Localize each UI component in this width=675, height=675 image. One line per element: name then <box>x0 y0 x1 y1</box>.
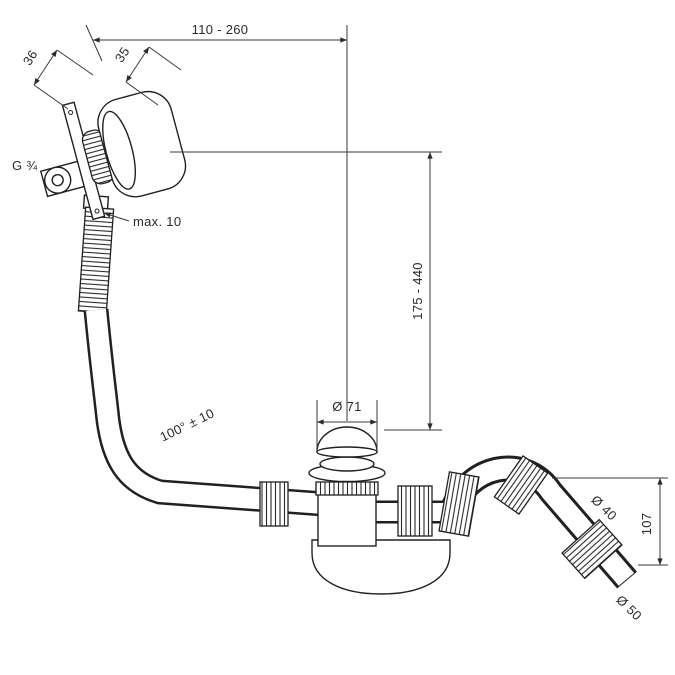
dim-bracket-depth: 36 <box>20 47 94 110</box>
pipe-diameter-label: Ø 40 <box>588 492 620 523</box>
plug-dome-base <box>316 446 378 458</box>
dim-max-offset: max. 10 <box>103 212 181 229</box>
dim-outlet-height: 107 <box>552 477 668 566</box>
dim-height-range: 175 - 440 <box>170 151 442 431</box>
trap-bowl <box>311 539 451 595</box>
extension-line <box>148 46 182 71</box>
leader-line <box>103 212 130 222</box>
pipe-end-cap <box>617 571 637 588</box>
extension-line <box>125 81 159 106</box>
extension-line <box>85 24 103 62</box>
overflow-filler-unit <box>39 90 187 221</box>
dim-plug-diameter-label: Ø 71 <box>332 399 361 414</box>
product-figure <box>39 90 637 595</box>
outlet-diameter-label: Ø 50 <box>613 592 645 623</box>
corrugated-hose <box>77 206 115 314</box>
coupling-nut-right <box>397 485 433 537</box>
coupling-nut-elbow-inlet <box>438 471 480 537</box>
dim-cap-width: 35 <box>112 44 182 106</box>
dim-height-range-label: 175 - 440 <box>410 262 425 320</box>
serrated-ring <box>315 481 379 496</box>
extension-line <box>33 84 69 110</box>
dimension-line <box>33 49 58 86</box>
dim-bracket-depth-label: 36 <box>20 47 41 68</box>
bracket-screw-bottom <box>94 208 100 214</box>
extension-line <box>56 49 94 76</box>
plug-flange-upper <box>319 456 375 472</box>
dim-plug-diameter: Ø 71 <box>316 399 378 452</box>
coupling-nut-elbow-top <box>493 455 549 515</box>
waste-tee-body <box>317 493 377 547</box>
bracket-screw-top <box>68 110 74 116</box>
dimension-line <box>125 46 150 83</box>
escutcheon-face <box>102 110 137 190</box>
dim-top-width: 110 - 260 <box>85 22 347 62</box>
dim-cap-width-label: 35 <box>112 44 133 65</box>
coupling-nut-outlet <box>561 518 623 580</box>
coupling-nut-left <box>259 481 289 527</box>
overflow-pipe-bore <box>86 309 325 514</box>
max-offset-label: max. 10 <box>133 214 181 229</box>
thread-connection-bore <box>51 173 64 187</box>
plug-dome <box>316 426 378 453</box>
thread-size-label: G ¾ <box>12 158 37 173</box>
dim-outlet-height-label: 107 <box>639 513 654 536</box>
dim-top-width-label: 110 - 260 <box>192 22 249 37</box>
hose-angle-label: 100° ± 10 <box>157 405 216 444</box>
